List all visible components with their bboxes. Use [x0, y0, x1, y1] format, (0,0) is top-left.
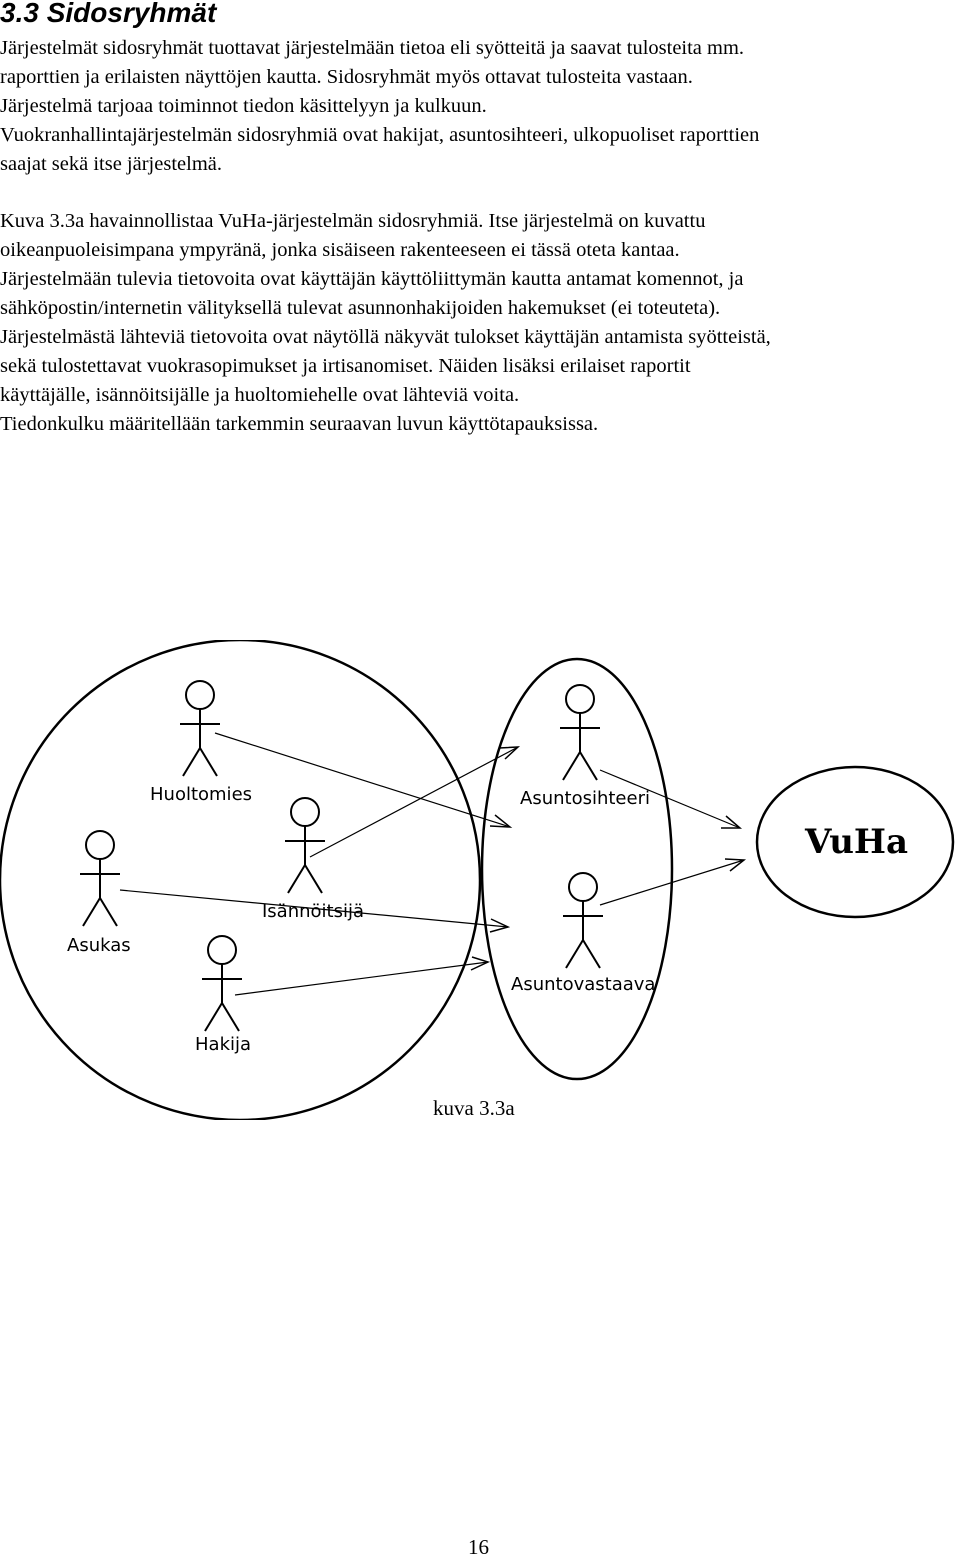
actor-label: Asukas	[67, 935, 131, 956]
arrow-head-icon	[721, 815, 743, 829]
stakeholder-diagram: Huoltomies Isännöitsijä Asukas Hakija As…	[0, 640, 955, 1120]
arrow-head-icon	[489, 814, 513, 828]
connection-lines	[119, 732, 745, 996]
arrow-head-icon	[489, 918, 511, 933]
text-line: Järjestelmästä lähteviä tietovoita ovat …	[0, 326, 771, 348]
arrow-head-icon	[498, 746, 521, 760]
text-line: saajat sekä itse järjestelmä.	[0, 153, 222, 175]
actor-asuntosihteeri-icon	[560, 684, 600, 781]
connection-line	[599, 769, 741, 829]
actor-huoltomies-icon	[180, 680, 220, 777]
actors	[80, 680, 603, 1032]
actor-label: Asuntovastaava	[511, 974, 655, 995]
actor-hakija-icon	[202, 935, 242, 1032]
text-line: Järjestelmät sidosryhmät tuottavat järje…	[0, 37, 745, 59]
connection-line	[599, 859, 745, 906]
connection-line	[234, 961, 489, 996]
connection-line	[309, 746, 519, 858]
page-number: 16	[468, 1535, 489, 1559]
actor-asukas-icon	[80, 830, 120, 927]
text-line: sähköpostin/internetin välityksellä tule…	[0, 297, 721, 319]
figure-caption: kuva 3.3a	[433, 1096, 515, 1120]
text-line: Järjestelmä tarjoaa toiminnot tiedon käs…	[0, 95, 487, 117]
text-line: raporttien ja erilaisten näyttöjen kautt…	[0, 66, 693, 88]
text-line: Kuva 3.3a havainnollistaa VuHa-järjestel…	[0, 210, 706, 232]
actor-label: Hakija	[195, 1034, 251, 1055]
intro-paragraph: Järjestelmät sidosryhmät tuottavat järje…	[0, 34, 960, 179]
arrowheads	[470, 746, 747, 971]
actor-label: Asuntosihteeri	[520, 788, 650, 809]
text-line: oikeanpuoleisimpana ympyränä, jonka sisä…	[0, 239, 680, 261]
actor-label: Huoltomies	[150, 784, 252, 805]
text-line: Järjestelmään tulevia tietovoita ovat kä…	[0, 268, 744, 290]
connection-line	[119, 889, 509, 928]
text-line: Tiedonkulku määritellään tarkemmin seura…	[0, 413, 599, 435]
actor-isannoitsija-icon	[285, 797, 325, 894]
arrow-head-icon	[470, 956, 491, 971]
section-heading: 3.3 Sidosryhmät	[0, 0, 217, 28]
description-paragraph: Kuva 3.3a havainnollistaa VuHa-järjestel…	[0, 207, 960, 439]
text-line: sekä tulostettavat vuokrasopimukset ja i…	[0, 355, 691, 377]
text-line: käyttäjälle, isännöitsijälle ja huoltomi…	[0, 384, 520, 406]
stakeholders-circle	[0, 640, 482, 1120]
actor-label: Isännöitsijä	[262, 901, 364, 922]
text-line: Vuokranhallintajärjestelmän sidosryhmiä …	[0, 124, 760, 146]
system-ellipse	[755, 765, 955, 919]
arrow-head-icon	[724, 858, 747, 872]
connection-line	[214, 732, 511, 828]
system-label: VuHa	[804, 822, 908, 862]
actor-asuntovastaava-icon	[563, 872, 603, 969]
users-ellipse	[480, 657, 674, 1081]
